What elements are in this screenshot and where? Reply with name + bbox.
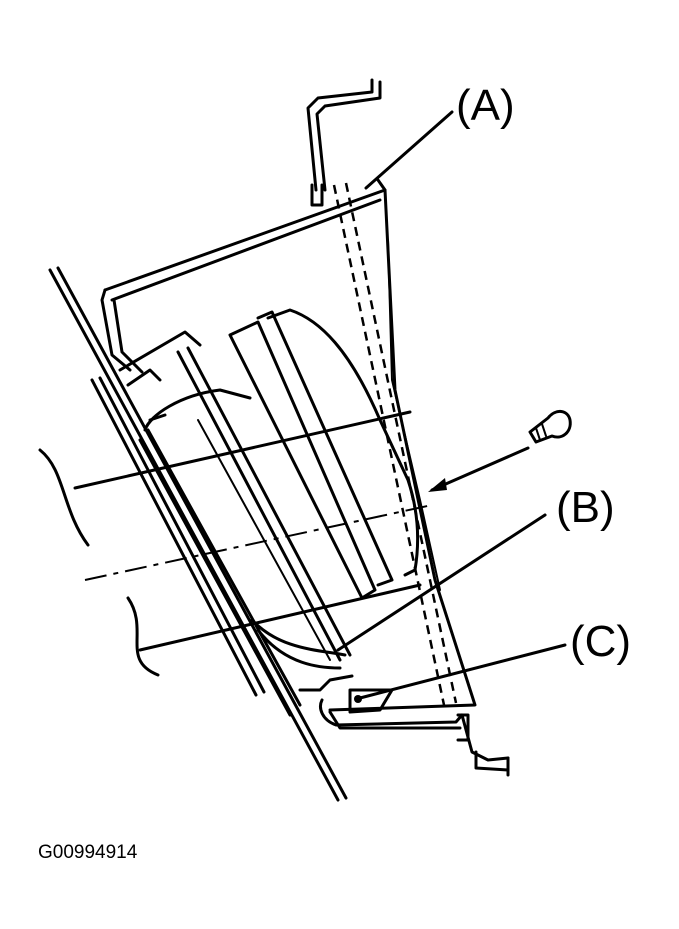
label-c: (C) bbox=[570, 617, 631, 666]
clip-b bbox=[250, 618, 354, 692]
screw-icon bbox=[428, 410, 572, 492]
label-a: (A) bbox=[456, 81, 515, 130]
inner-panel bbox=[197, 308, 420, 661]
mounting-rail bbox=[48, 266, 348, 802]
figure-id: G00994914 bbox=[38, 842, 138, 863]
bracket-a bbox=[306, 78, 458, 706]
leader-lines bbox=[336, 110, 567, 700]
label-b: (B) bbox=[556, 483, 615, 532]
cover-plate bbox=[100, 178, 477, 712]
inner-frame bbox=[118, 330, 352, 717]
bracket-c bbox=[319, 688, 510, 777]
